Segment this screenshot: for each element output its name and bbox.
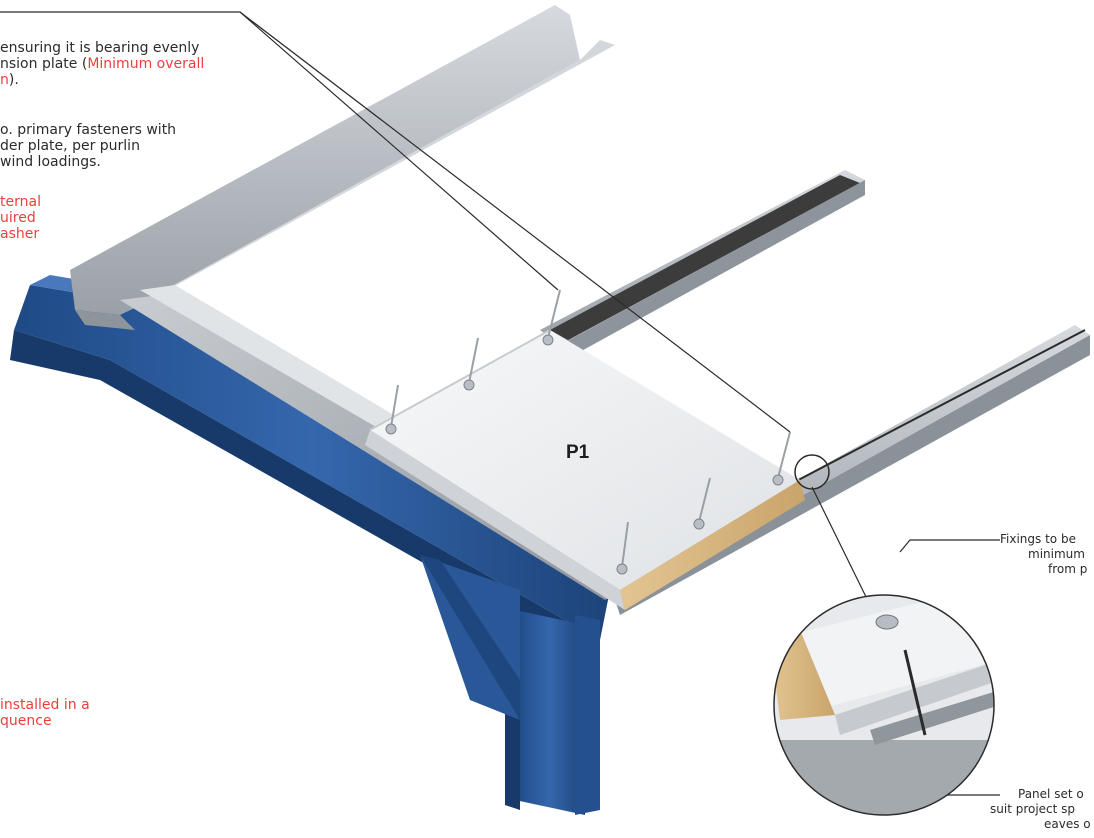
fixings-note: Fixings to be minimum from p	[1000, 532, 1087, 577]
fixing-5	[693, 477, 711, 530]
fixings-note-line-2: minimum	[1028, 547, 1085, 561]
detail-focus-ring	[794, 454, 830, 490]
sequence-note-line-1: installed in a	[0, 697, 90, 713]
sequence-note: installed in a quence	[0, 697, 90, 729]
fasteners-note-line-1: o. primary fasteners with	[0, 122, 177, 138]
fixing-6	[616, 521, 629, 575]
panel-set-note-line-3: eaves o	[1044, 817, 1091, 831]
fasteners-note-line-2: der plate, per purlin	[0, 138, 140, 154]
purlin-middle	[540, 170, 865, 360]
fixing-2	[463, 337, 479, 391]
bearing-note: ensuring it is bearing evenly nsion plat…	[0, 40, 204, 88]
panel-set-note-line-2: suit project sp	[990, 802, 1076, 816]
panel-set-note: Panel set o suit project sp eaves o	[990, 787, 1091, 832]
fixings-note-line-1: Fixings to be	[1000, 532, 1076, 546]
fixing-3	[385, 384, 399, 435]
insulated-panel	[365, 329, 805, 610]
bearing-note-highlight-end: n	[0, 72, 9, 88]
haunch-brace	[420, 555, 520, 720]
sequence-note-line-2: quence	[0, 713, 52, 729]
panel-set-note-line-1: Panel set o	[1018, 787, 1084, 801]
washer-note-line-3: asher	[0, 226, 40, 242]
fixing-4	[772, 431, 791, 486]
bearing-note-line-3: n).	[0, 72, 204, 88]
bearing-note-highlight: Minimum overall	[87, 56, 205, 72]
bearing-note-line-2: nsion plate (Minimum overall	[0, 56, 204, 72]
washer-note-line-1: ternal	[0, 194, 41, 210]
panel-label: P1	[566, 442, 590, 463]
bearing-note-text: nsion plate (	[0, 56, 88, 72]
eaves-channel	[70, 5, 615, 330]
fasteners-note: o. primary fasteners with der plate, per…	[0, 122, 176, 170]
bearing-note-line-1: ensuring it is bearing evenly	[0, 40, 200, 56]
fasteners-note-line-3: wind loadings.	[0, 154, 101, 170]
detail-callout	[773, 594, 995, 816]
fixings-note-line-3: from p	[1048, 562, 1088, 576]
fixing-1	[542, 289, 561, 346]
washer-note: ternal uired asher	[0, 194, 41, 242]
bearing-note-text-end: ).	[8, 72, 19, 88]
washer-note-line-2: uired	[0, 210, 36, 226]
panel-fixings	[385, 289, 791, 575]
